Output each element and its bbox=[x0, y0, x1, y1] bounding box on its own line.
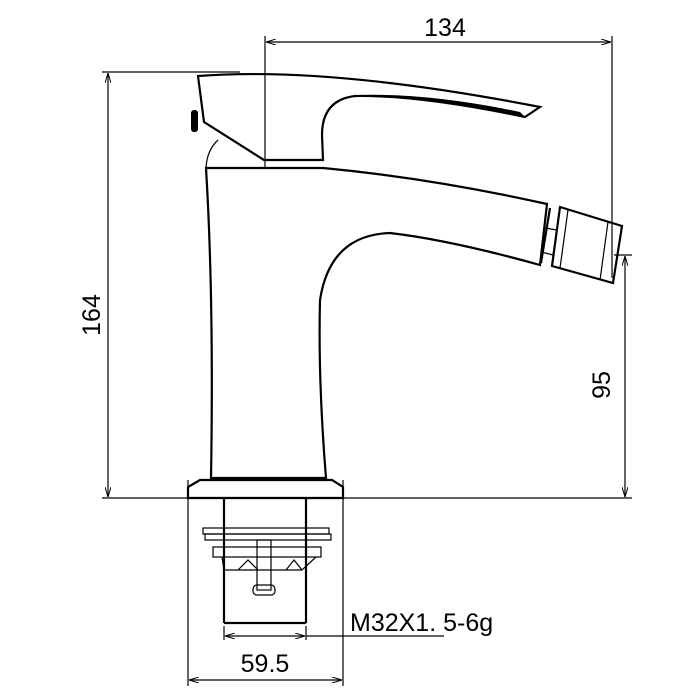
dimension-thread: M32X1. 5-6g bbox=[223, 609, 493, 640]
spout-aerator bbox=[539, 205, 624, 285]
dimension-spout-height-label: 95 bbox=[588, 371, 616, 399]
dimension-reach: 134 bbox=[264, 14, 613, 278]
faucet-body bbox=[204, 166, 549, 480]
thread-spec-label: M32X1. 5-6g bbox=[350, 609, 493, 637]
lever-handle bbox=[191, 72, 543, 169]
dimension-spout-height: 95 bbox=[588, 254, 632, 497]
dimension-height: 164 bbox=[78, 71, 632, 499]
dimension-base-label: 59.5 bbox=[241, 650, 290, 678]
faucet-base bbox=[186, 478, 345, 500]
handle-knob bbox=[191, 110, 198, 132]
dimension-height-label: 164 bbox=[78, 294, 106, 336]
dimension-reach-label: 134 bbox=[424, 14, 466, 42]
mounting-assembly bbox=[202, 498, 332, 625]
dimension-base: 59.5 bbox=[187, 480, 344, 686]
screw-head bbox=[252, 584, 276, 596]
